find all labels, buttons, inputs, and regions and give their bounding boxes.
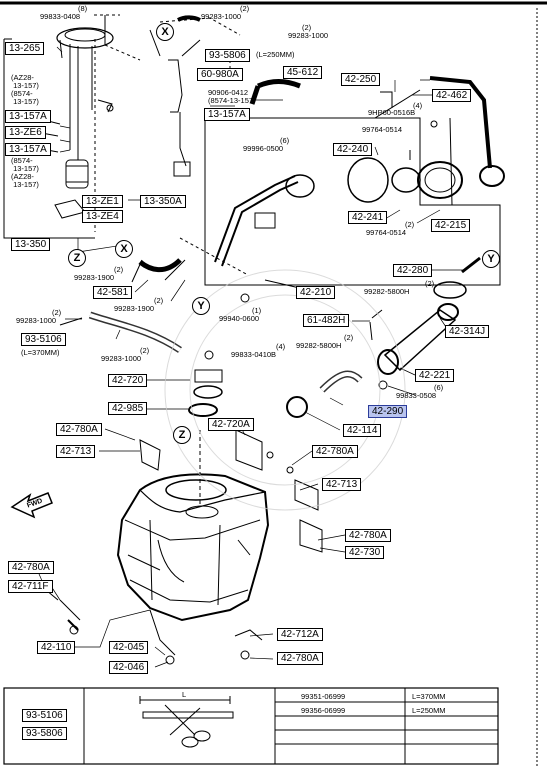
- callout-13-ze4[interactable]: 13-ZE4: [82, 210, 123, 223]
- note-qty: (6): [434, 383, 444, 392]
- callout-42-712a[interactable]: 42-712A: [277, 628, 323, 641]
- note-condition: (AZ28- 13-157) (8574- 13-157): [11, 73, 39, 106]
- table-part-93-5106[interactable]: 93-5106: [22, 709, 67, 722]
- callout-42-985[interactable]: 42-985: [108, 402, 148, 415]
- table-number-2: 99356-06999: [301, 706, 346, 715]
- note-qty: (1): [252, 306, 262, 315]
- note-part: 99833-0408: [40, 12, 81, 21]
- note-qty: (2): [114, 265, 124, 274]
- table-length-2: L=250MM: [412, 706, 446, 715]
- note-qty: (2): [425, 279, 435, 288]
- note-qty: (2): [344, 333, 354, 342]
- ref-marker-x-mid: X: [115, 240, 133, 258]
- callout-60-980a[interactable]: 60-980A: [197, 68, 243, 81]
- callout-13-157a-3[interactable]: 13-157A: [204, 108, 250, 121]
- callout-13-350a[interactable]: 13-350A: [140, 195, 186, 208]
- callout-42-462[interactable]: 42-462: [432, 89, 472, 102]
- callout-13-ze1[interactable]: 13-ZE1: [82, 195, 123, 208]
- note-part: 99996-0500: [243, 144, 284, 153]
- note-qty: (4): [413, 101, 423, 110]
- callout-42-221[interactable]: 42-221: [415, 369, 455, 382]
- callout-42-720[interactable]: 42-720: [108, 374, 148, 387]
- callout-42-713-2[interactable]: 42-713: [322, 478, 362, 491]
- note-part: 99283-1000: [16, 316, 57, 325]
- table-part-93-5806[interactable]: 93-5806: [22, 727, 67, 740]
- callout-42-290[interactable]: 42-290: [368, 405, 408, 418]
- note-part: 99283-1900: [114, 304, 155, 313]
- callout-42-250[interactable]: 42-250: [341, 73, 381, 86]
- note-qty: (8): [78, 4, 88, 13]
- note-condition: (8574-13-157): [208, 96, 256, 105]
- callout-42-780a-4[interactable]: 42-780A: [8, 561, 54, 574]
- callout-42-114[interactable]: 42-114: [343, 424, 382, 437]
- note-part: 99764-0514: [362, 125, 403, 134]
- note-qty: (2): [405, 220, 415, 229]
- callout-42-215[interactable]: 42-215: [431, 219, 471, 232]
- ref-marker-y-mid: Y: [192, 297, 210, 315]
- callout-42-780a-5[interactable]: 42-780A: [277, 652, 323, 665]
- callout-42-314j[interactable]: 42-314J: [445, 325, 490, 338]
- note-part: 90906-0412: [208, 88, 249, 97]
- table-dimension-label: L: [182, 690, 187, 699]
- note-qty: (2): [302, 23, 312, 32]
- note-qty: (2): [52, 308, 62, 317]
- callout-42-046[interactable]: 42-046: [109, 661, 149, 674]
- note-qty: (2): [154, 296, 164, 305]
- callout-13-350[interactable]: 13-350: [11, 238, 51, 251]
- callout-42-240[interactable]: 42-240: [333, 143, 373, 156]
- note-part: 99282-5800H: [296, 341, 342, 350]
- callout-13-265[interactable]: 13-265: [5, 42, 45, 55]
- note-part: 99833-0410B: [231, 350, 277, 359]
- note-part: 99283-1000: [101, 354, 142, 363]
- callout-13-157a[interactable]: 13-157A: [5, 110, 51, 123]
- note-part: 9HP60-0516B: [368, 108, 416, 117]
- callout-93-5806[interactable]: 93-5806: [205, 49, 250, 62]
- note-part: 99940-0600: [219, 314, 260, 323]
- note-part: 99283-1000: [288, 31, 329, 40]
- note-part: 99282-5800H: [364, 287, 410, 296]
- table-length-1: L=370MM: [412, 692, 446, 701]
- table-number-1: 99351-06999: [301, 692, 346, 701]
- callout-42-045[interactable]: 42-045: [109, 641, 149, 654]
- note-qty: (6): [280, 136, 290, 145]
- callout-42-110[interactable]: 42-110: [37, 641, 76, 654]
- ref-marker-x-top: X: [156, 23, 174, 41]
- note-condition: (8574- 13-157) (AZ28- 13-157): [11, 156, 39, 189]
- callout-93-5106[interactable]: 93-5106: [21, 333, 66, 346]
- callout-61-482h[interactable]: 61-482H: [303, 314, 350, 327]
- callout-42-581[interactable]: 42-581: [93, 286, 133, 299]
- callout-45-612[interactable]: 45-612: [283, 66, 323, 79]
- callout-13-157a-2[interactable]: 13-157A: [5, 143, 51, 156]
- note-part: 99283-1900: [74, 273, 115, 282]
- ref-marker-z-left: Z: [68, 249, 86, 267]
- callout-42-280[interactable]: 42-280: [393, 264, 433, 277]
- note-qty: (4): [276, 342, 286, 351]
- callout-42-780a-1[interactable]: 42-780A: [56, 423, 102, 436]
- callout-42-711f[interactable]: 42-711F: [8, 580, 53, 593]
- ref-marker-y-right: Y: [482, 250, 500, 268]
- callout-42-780a-3[interactable]: 42-780A: [345, 529, 391, 542]
- callout-13-ze6[interactable]: 13-ZE6: [5, 126, 46, 139]
- note-length: (L=250MM): [256, 50, 295, 59]
- note-qty: (2): [140, 346, 150, 355]
- note-length: (L=370MM): [21, 348, 60, 357]
- ref-marker-z-mid: Z: [173, 426, 191, 444]
- note-qty: (2): [240, 4, 250, 13]
- note-part: 99833-0508: [396, 391, 437, 400]
- callout-42-713-1[interactable]: 42-713: [56, 445, 96, 458]
- note-part: 99764-0514: [366, 228, 407, 237]
- callout-42-241[interactable]: 42-241: [348, 211, 388, 224]
- note-part: 99283-1000: [201, 12, 242, 21]
- callout-42-720a[interactable]: 42-720A: [208, 418, 254, 431]
- callout-42-210[interactable]: 42-210: [296, 286, 336, 299]
- callout-42-780a-2[interactable]: 42-780A: [312, 445, 358, 458]
- callout-42-730[interactable]: 42-730: [345, 546, 385, 559]
